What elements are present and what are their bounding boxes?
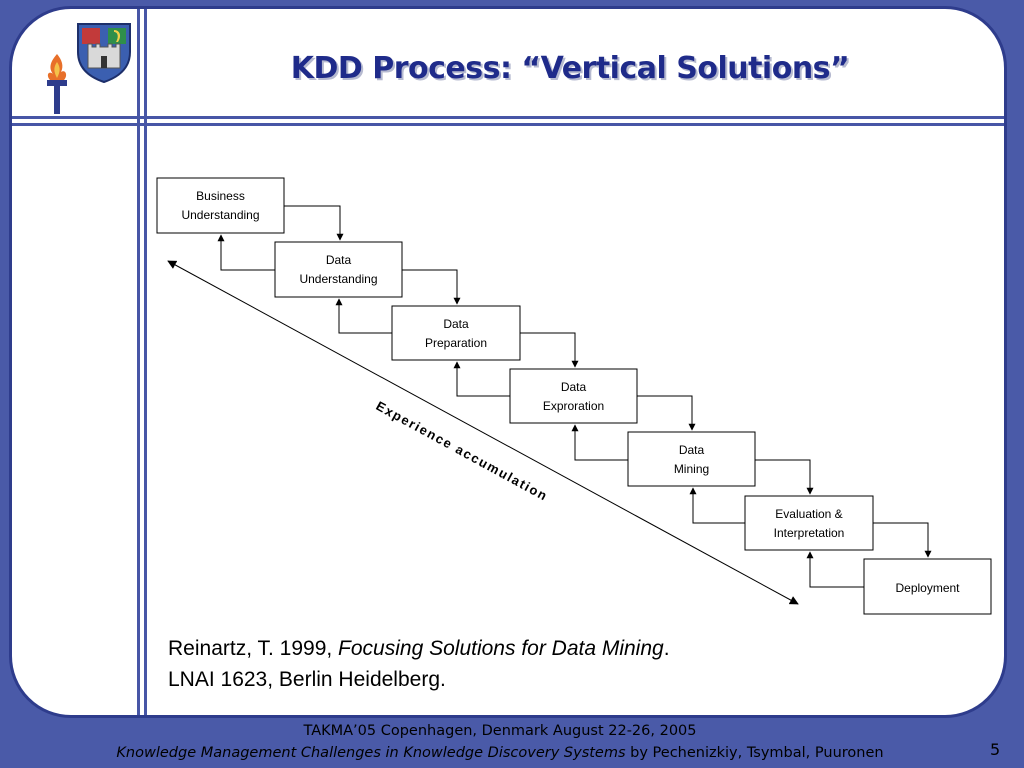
step-deployment: Deployment xyxy=(863,558,992,615)
citation: Reinartz, T. 1999, Focusing Solutions fo… xyxy=(168,633,928,695)
connector-forward-1 xyxy=(284,205,344,241)
step-data-mining-line2: Mining xyxy=(674,462,709,476)
footer-line2: Knowledge Management Challenges in Knowl… xyxy=(40,742,960,764)
torch-logo-icon xyxy=(47,54,67,114)
footer-title: Knowledge Management Challenges in Knowl… xyxy=(116,745,626,761)
connector-feedback-4 xyxy=(571,424,628,461)
university-crest-icon xyxy=(77,23,131,84)
connector-forward-5 xyxy=(755,459,814,495)
frame-horizontal-line-1 xyxy=(12,116,1004,119)
step-business-understanding: Business Understanding xyxy=(156,177,285,234)
step-data-exproration: Data Exproration xyxy=(509,368,638,424)
connector-forward-2 xyxy=(402,269,461,305)
citation-period: . xyxy=(663,637,670,660)
step-data-understanding-line2: Understanding xyxy=(299,272,377,286)
citation-work: Focusing Solutions for Data Mining xyxy=(338,637,664,660)
step-evaluation-interpretation: Evaluation & Interpretation xyxy=(744,495,874,551)
footer-line1: TAKMA’05 Copenhagen, Denmark August 22-2… xyxy=(303,723,697,739)
kdd-process-diagram: Experience accumulation Business Underst… xyxy=(156,177,992,615)
step-business-understanding-line2: Understanding xyxy=(181,208,259,222)
citation-author: Reinartz, T. 1999, xyxy=(168,637,339,660)
step-business-understanding-line1: Business xyxy=(196,189,245,203)
slide-title: KDD Process: “Vertical Solutions” xyxy=(290,50,850,86)
connector-forward-6 xyxy=(873,522,932,558)
citation-line1: Reinartz, T. 1999, Focusing Solutions fo… xyxy=(168,633,928,664)
page-number: 5 xyxy=(990,740,1001,759)
step-data-preparation: Data Preparation xyxy=(391,305,521,361)
step-data-mining: Data Mining xyxy=(627,431,756,487)
frame-horizontal-line-2 xyxy=(12,123,1004,126)
citation-line2: LNAI 1623, Berlin Heidelberg. xyxy=(168,668,446,691)
slide-footer: TAKMA’05 Copenhagen, Denmark August 22-2… xyxy=(40,720,960,764)
frame-vertical-line-1 xyxy=(137,9,140,715)
connector-feedback-2 xyxy=(335,298,392,334)
step-evaluation-line1: Evaluation & xyxy=(775,507,842,521)
step-data-exproration-line2: Exproration xyxy=(543,399,604,413)
connector-feedback-1 xyxy=(217,234,275,271)
step-data-preparation-line1: Data xyxy=(443,317,469,331)
experience-arrow xyxy=(167,260,799,605)
footer-authors: by Pechenizkiy, Tsymbal, Puuronen xyxy=(625,745,884,761)
connector-feedback-3 xyxy=(453,361,510,397)
frame-vertical-line-2 xyxy=(144,9,147,715)
step-deployment-label: Deployment xyxy=(895,581,960,595)
connector-forward-4 xyxy=(637,395,696,431)
connector-forward-3 xyxy=(520,332,579,368)
step-evaluation-line2: Interpretation xyxy=(774,526,845,540)
step-data-understanding-line1: Data xyxy=(326,253,352,267)
connector-feedback-6 xyxy=(806,551,864,588)
connector-feedback-5 xyxy=(689,487,745,524)
step-data-preparation-line2: Preparation xyxy=(425,336,487,350)
step-data-exproration-line1: Data xyxy=(561,380,587,394)
step-data-mining-line1: Data xyxy=(679,443,705,457)
step-data-understanding: Data Understanding xyxy=(274,241,403,298)
